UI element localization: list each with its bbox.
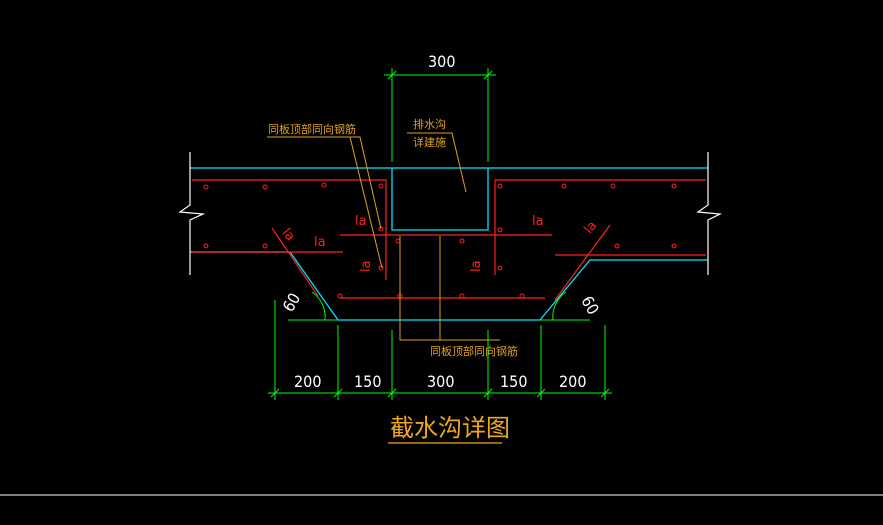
dimension-top: 300 (428, 52, 455, 71)
dimension-bottom: 150 (500, 372, 527, 391)
angle-left: 60 (279, 290, 305, 315)
note-drain-line1: 排水沟 (413, 117, 446, 131)
note-top-left: 同板顶部同向钢筋 (268, 122, 356, 136)
break-lines (178, 152, 723, 275)
leader-lines (267, 132, 500, 341)
la-label: la (359, 260, 374, 272)
la-label: la (581, 218, 600, 237)
drawing-title: 截水沟详图 (390, 414, 510, 442)
note-bottom: 同板顶部同向钢筋 (430, 344, 518, 358)
rebar-lines (192, 179, 706, 301)
concrete-outline (190, 167, 708, 321)
la-label: la (355, 214, 367, 229)
la-label: la (314, 235, 326, 250)
dimension-bottom: 300 (427, 372, 454, 391)
dimension-bottom: 200 (294, 372, 321, 391)
la-label: la (532, 214, 544, 229)
angle-right: 60 (577, 293, 603, 318)
dimension-bottom: 150 (354, 372, 381, 391)
note-drain-line2: 详建施 (413, 135, 446, 149)
la-label: la (469, 260, 484, 272)
dimension-lines (268, 68, 612, 400)
dimension-bottom: 200 (559, 372, 586, 391)
